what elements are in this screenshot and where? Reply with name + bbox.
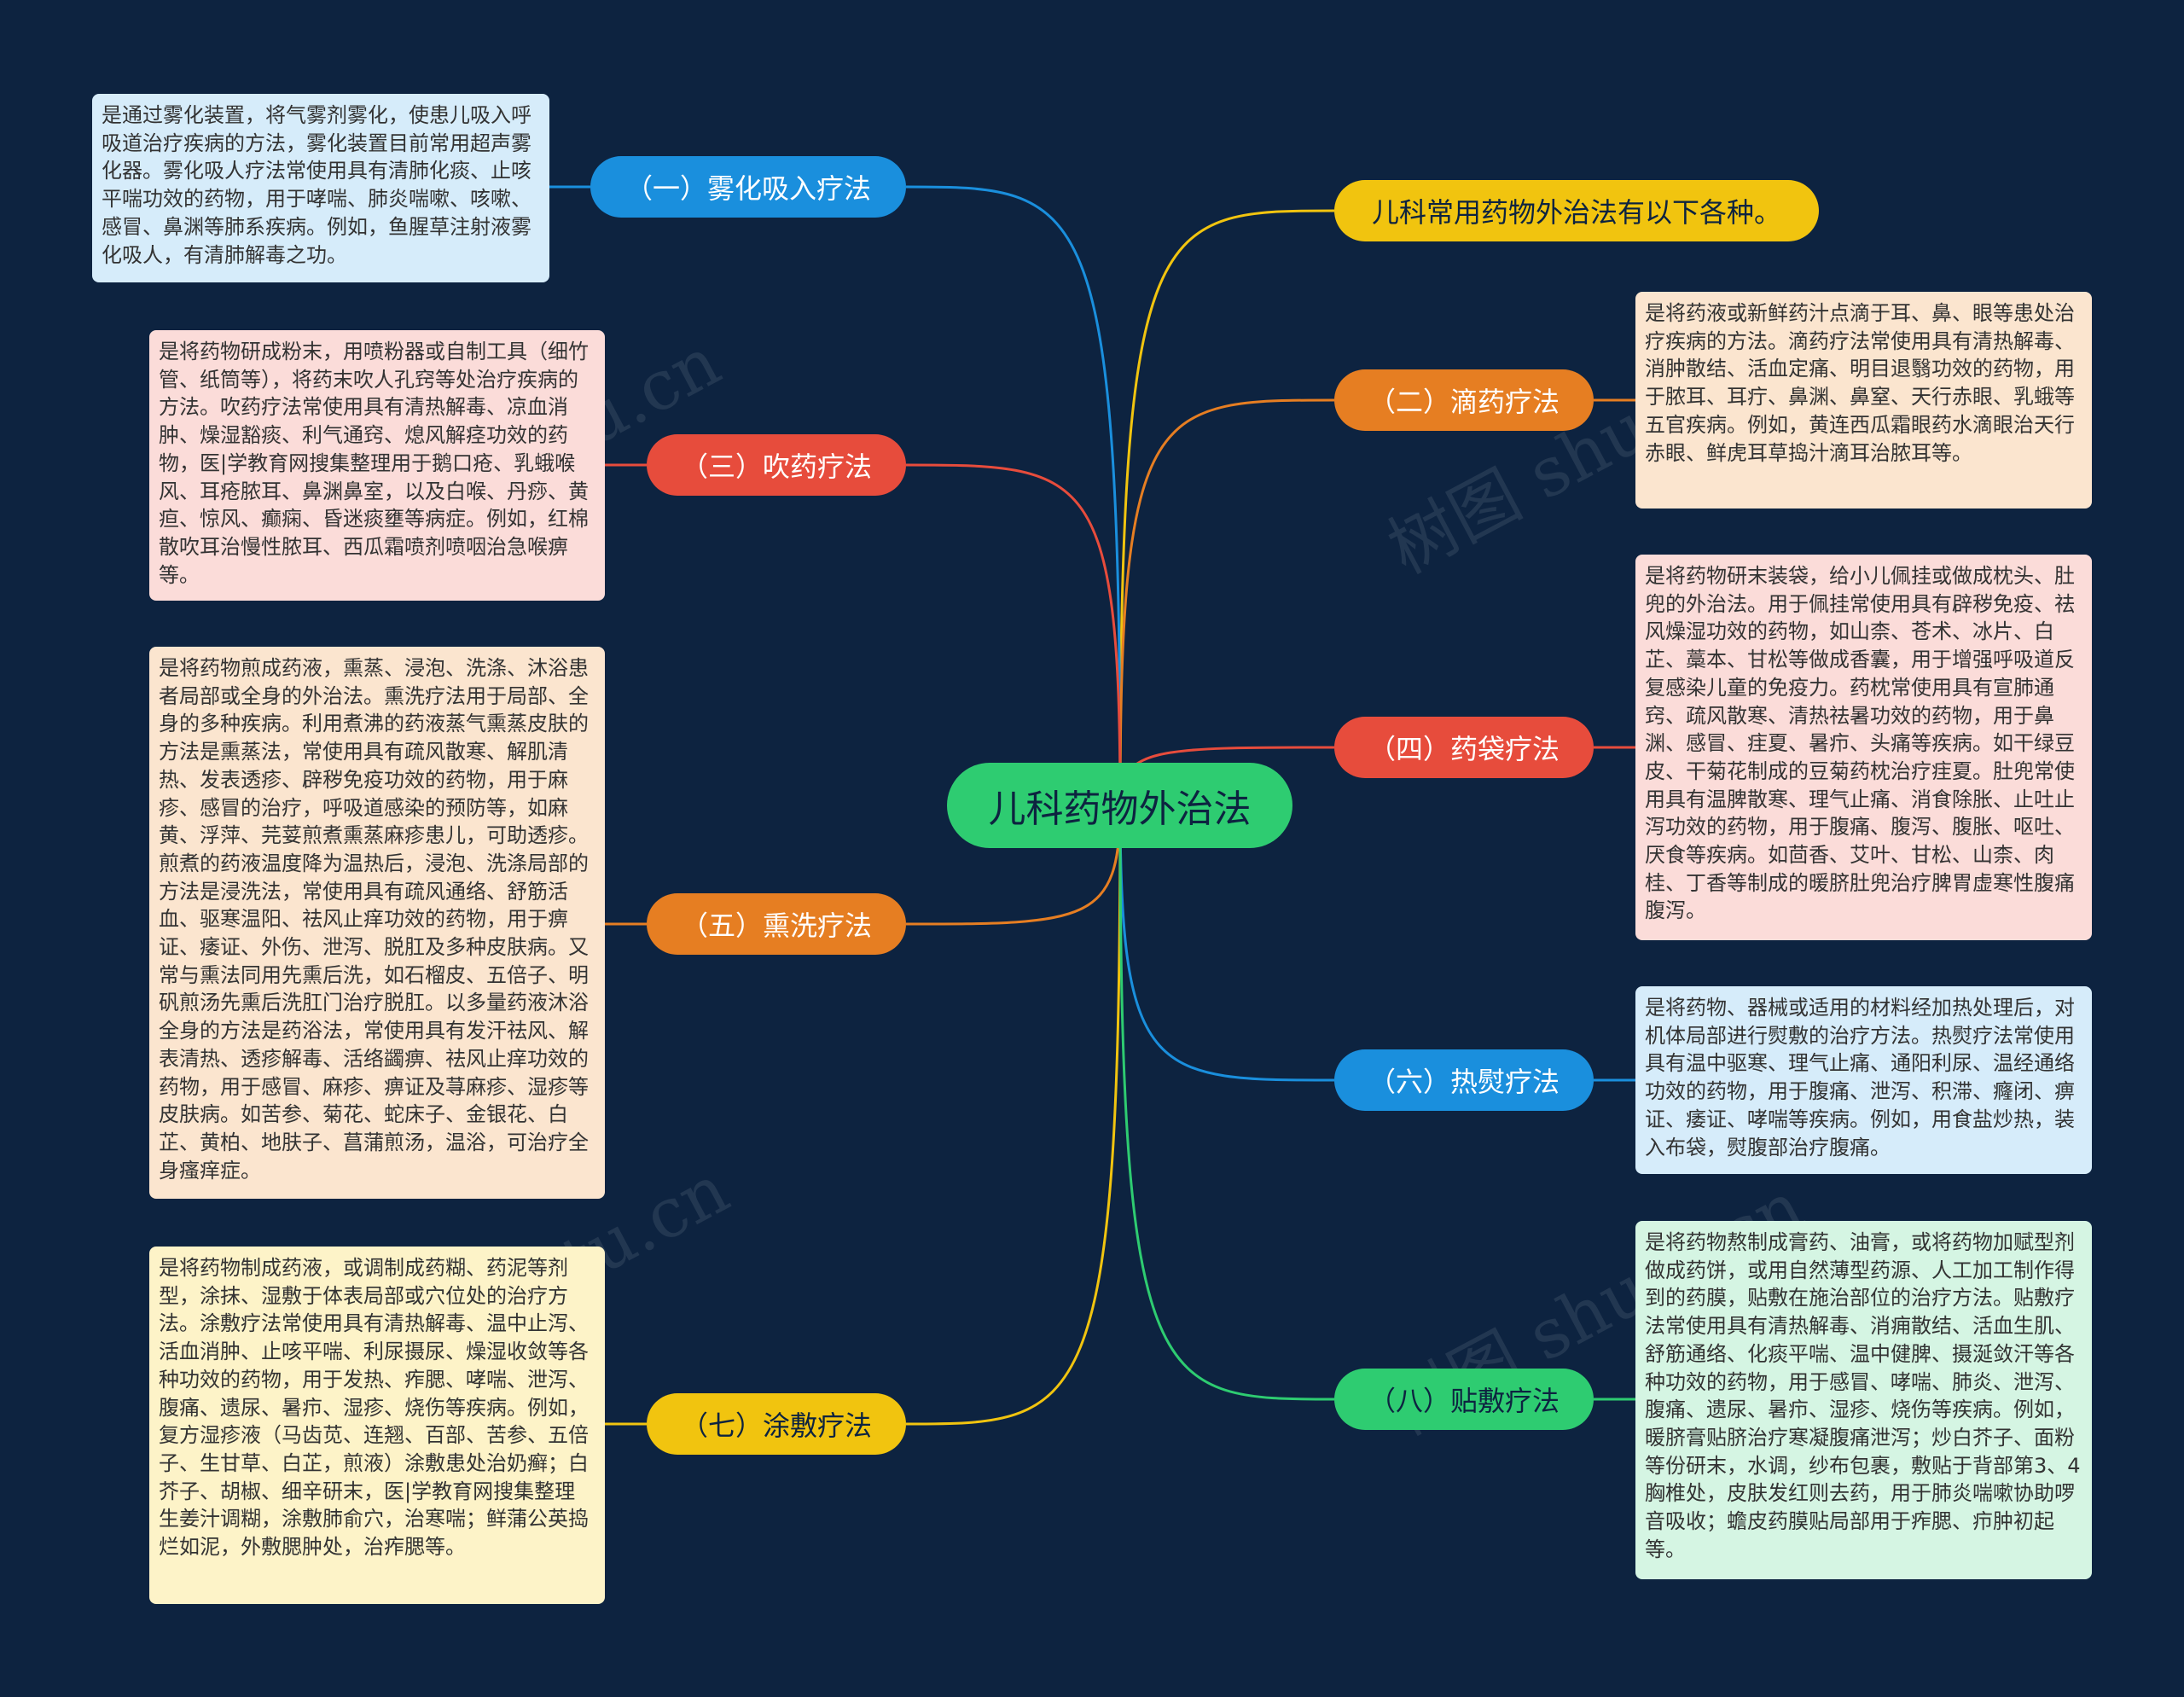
note-tufu: 是将药物制成药液，或调制成药糊、药泥等剂型，涂抹、湿敷于体表局部或穴位处的治疗方… — [149, 1247, 605, 1604]
branch-reyun[interactable]: （六）热熨疗法 — [1334, 1049, 1594, 1111]
connector-line — [1118, 398, 1335, 806]
branch-wuhua[interactable]: （一）雾化吸入疗法 — [590, 156, 906, 218]
branch-label: （一）雾化吸入疗法 — [624, 172, 871, 205]
branch-intro[interactable]: 儿科常用药物外治法有以下各种。 — [1334, 180, 1819, 241]
branch-xunxi[interactable]: （五）熏洗疗法 — [647, 893, 906, 955]
note-chuiyao: 是将药物研成粉末，用喷粉器或自制工具（细竹管、纸筒等），将药末吹人孔窍等处治疗疾… — [149, 330, 605, 601]
branch-label: （二）滴药疗法 — [1368, 386, 1560, 418]
root-node[interactable]: 儿科药物外治法 — [947, 763, 1292, 848]
connector-line — [1118, 805, 1335, 1401]
branch-tiefu[interactable]: （八）贴敷疗法 — [1334, 1369, 1594, 1430]
branch-label: （八）贴敷疗法 — [1368, 1385, 1560, 1417]
branch-label: （六）热熨疗法 — [1368, 1066, 1560, 1098]
note-tiefu: 是将药物熬制成膏药、油膏，或将药物加赋型剂做成药饼，或用自然薄型药源、人工加工制… — [1635, 1221, 2092, 1579]
branch-label: （七）涂敷疗法 — [680, 1409, 872, 1442]
branch-chuiyao[interactable]: （三）吹药疗法 — [647, 434, 906, 496]
branch-label: 儿科常用药物外治法有以下各种。 — [1371, 196, 1781, 229]
note-wuhua: 是通过雾化装置，将气雾剂雾化，使患儿吸入呼吸道治疗疾病的方法，雾化装置目前常用超… — [92, 94, 549, 282]
branch-yaodai[interactable]: （四）药袋疗法 — [1334, 717, 1594, 778]
branch-diyao[interactable]: （二）滴药疗法 — [1334, 369, 1594, 431]
note-reyun: 是将药物、器械或适用的材料经加热处理后，对机体局部进行熨敷的治疗方法。热熨疗法常… — [1635, 986, 2092, 1174]
root-label: 儿科药物外治法 — [988, 787, 1252, 831]
note-yaodai: 是将药物研末装袋，给小儿佩挂或做成枕头、肚兜的外治法。用于佩挂常使用具有辟秽免疫… — [1635, 555, 2092, 940]
note-xunxi: 是将药物煎成药液，熏蒸、浸泡、洗涤、沐浴患者局部或全身的外治法。熏洗疗法用于局部… — [149, 647, 605, 1199]
connector-line — [1118, 805, 1335, 1082]
branch-label: （三）吹药疗法 — [680, 450, 872, 483]
branch-label: （四）药袋疗法 — [1368, 733, 1560, 765]
note-diyao: 是将药液或新鲜药汁点滴于耳、鼻、眼等患处治疗疾病的方法。滴药疗法常使用具有清热解… — [1635, 292, 2092, 509]
connector-line — [905, 463, 1122, 806]
branch-tufu[interactable]: （七）涂敷疗法 — [647, 1393, 906, 1455]
branch-label: （五）熏洗疗法 — [680, 910, 872, 942]
connector-line — [905, 185, 1122, 806]
connector-line — [1118, 209, 1335, 806]
connector-line — [905, 805, 1122, 1426]
